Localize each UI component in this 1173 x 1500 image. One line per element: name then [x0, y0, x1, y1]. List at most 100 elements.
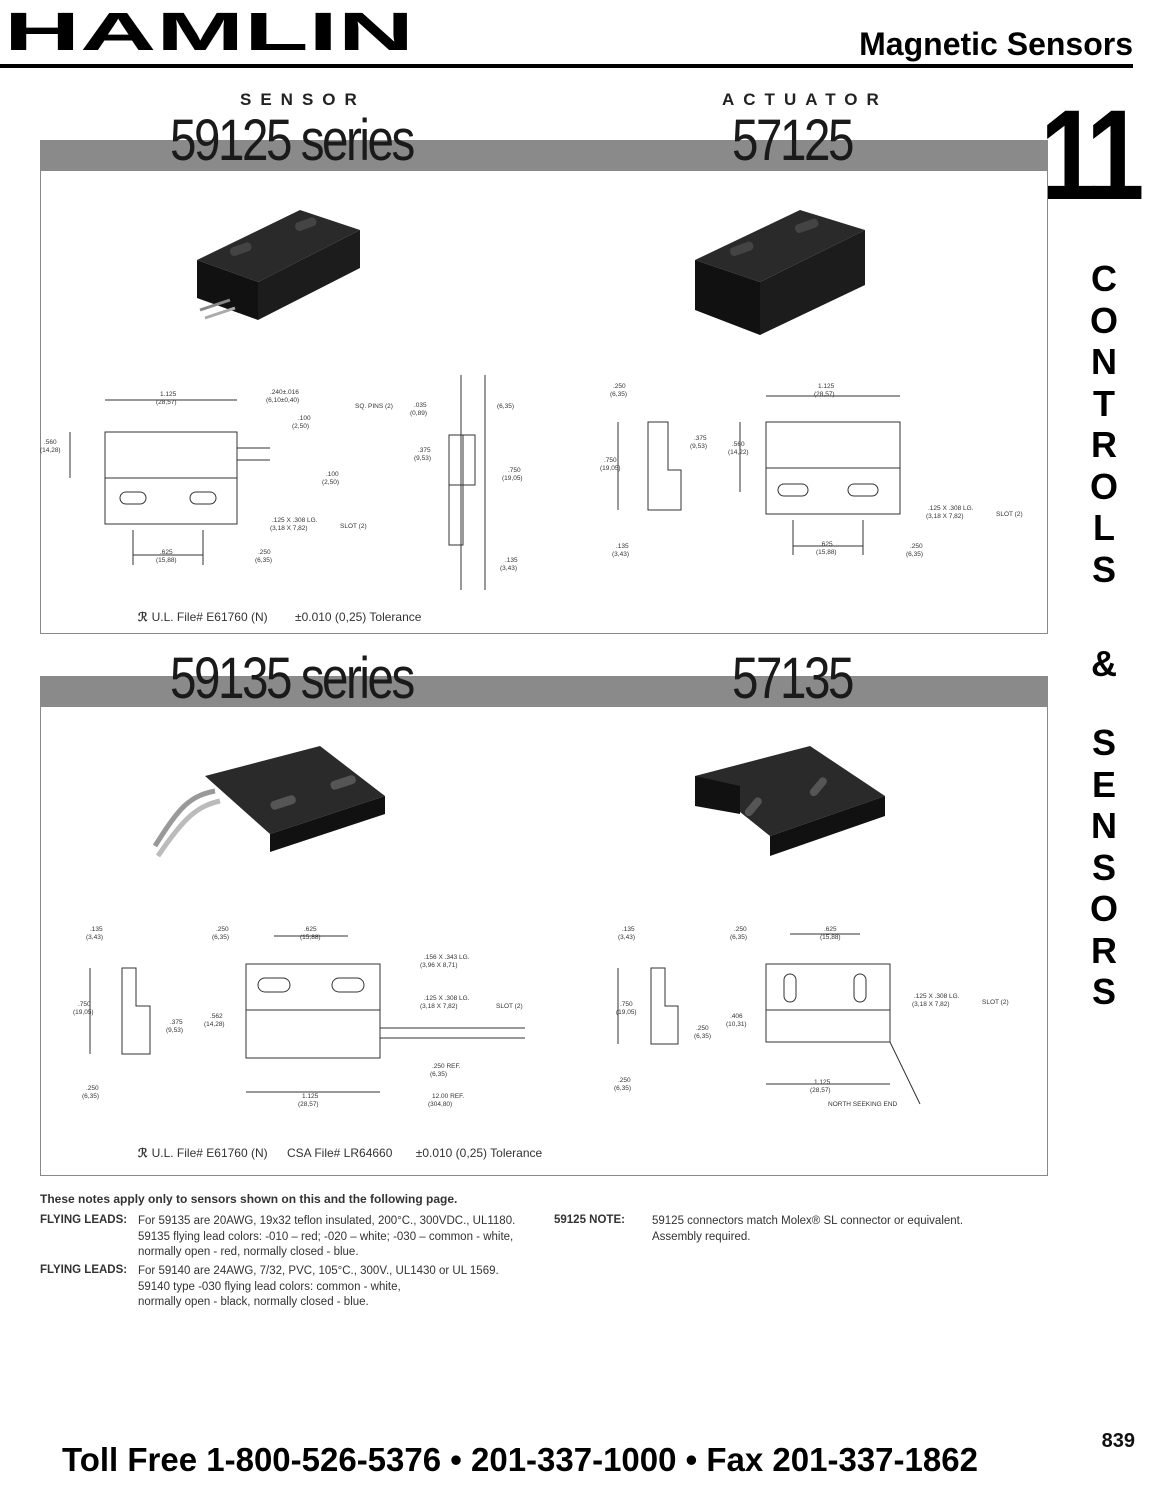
flying-leads-text-1: For 59135 are 20AWG, 19x32 teflon insula… — [138, 1214, 515, 1261]
page-number: 839 — [1101, 1430, 1135, 1452]
letter: S — [1091, 846, 1116, 888]
dim-label: .625 — [820, 541, 833, 548]
letter: T — [1093, 382, 1115, 424]
dim-label: (0,89) — [410, 410, 427, 417]
dim-label: (19,05) — [502, 475, 523, 482]
dim-label: (6,35) — [730, 934, 747, 941]
dim-label: (6,35) — [497, 403, 514, 410]
actuator-57125-drawing — [617, 395, 901, 555]
note-59125-text: 59125 connectors match Molex® SL connect… — [652, 1214, 963, 1245]
dim-label: .156 X .343 LG. — [424, 954, 470, 961]
chapter-number: 11 — [1040, 84, 1144, 227]
header-rule — [0, 64, 1133, 68]
dim-label: (2,50) — [322, 479, 339, 486]
dim-label: (3,18 X 7,82) — [912, 1001, 950, 1008]
chapter-word-controls: C O N T R O L S — [1082, 258, 1126, 590]
note-line: normally open - red, normally closed - b… — [138, 1246, 359, 1258]
dim-label: (9,53) — [414, 455, 431, 462]
dim-label: .375 — [170, 1019, 183, 1026]
chapter-word-sensors: S E N S O R S — [1082, 722, 1126, 1013]
dim-label: .562 — [210, 1013, 223, 1020]
notes-heading: These notes apply only to sensors shown … — [40, 1192, 458, 1206]
dim-label: (3,18 X 7,82) — [270, 525, 308, 532]
dim-label: .250 — [86, 1085, 99, 1092]
svg-text:HAMLIN: HAMLIN — [4, 10, 414, 54]
dim-label: (6,35) — [614, 1085, 631, 1092]
dim-label: .750 — [620, 1001, 633, 1008]
dim-label: (9,53) — [690, 443, 707, 450]
dim-label: .250 — [618, 1077, 631, 1084]
dim-label: (19,05) — [600, 465, 621, 472]
dim-label: .560 — [732, 441, 745, 448]
dim-label: (14,28) — [204, 1021, 225, 1028]
sensor-series-59135: 59135 series — [170, 646, 415, 711]
flying-leads-text-2: For 59140 are 24AWG, 7/32, PVC, 105°C., … — [138, 1264, 499, 1311]
section-title: Magnetic Sensors — [859, 26, 1133, 62]
dim-label: (15,88) — [300, 934, 321, 941]
dim-label: (304,80) — [428, 1101, 452, 1108]
dim-label: (6,35) — [430, 1071, 447, 1078]
panel-59135 — [40, 706, 1048, 1176]
dim-label: (28,57) — [298, 1101, 319, 1108]
sensor-59135-photo — [152, 746, 385, 858]
dim-label: (3,43) — [86, 934, 103, 941]
dim-label: (19,05) — [73, 1009, 94, 1016]
dim-label: (15,88) — [816, 549, 837, 556]
flying-leads-label-1: FLYING LEADS: — [40, 1214, 128, 1226]
notes: These notes apply only to sensors shown … — [40, 1192, 1040, 1308]
hamlin-logo: HAMLIN — [4, 10, 414, 54]
dim-label: (15,88) — [820, 934, 841, 941]
dim-label: (3,43) — [500, 565, 517, 572]
dim-label: .125 X .308 LG. — [424, 995, 470, 1002]
dim-label: .625 — [304, 926, 317, 933]
dim-label: 1.125 — [814, 1079, 831, 1086]
dim-label: (6,10±0,40) — [266, 397, 299, 404]
dim-label: 1.125 — [302, 1093, 319, 1100]
letter: R — [1091, 424, 1117, 465]
dim-label: SLOT (2) — [982, 999, 1009, 1006]
tolerance: ±0.010 (0,25) Tolerance — [294, 610, 422, 624]
panel-59125 — [40, 170, 1048, 634]
note-line: normally open - black, normally closed -… — [138, 1296, 369, 1308]
letter: O — [1089, 888, 1118, 929]
dim-label: .250 REF. — [432, 1063, 461, 1070]
sensor-59125-photo — [197, 210, 360, 320]
dim-label: .250 — [613, 383, 626, 390]
dim-label: .750 — [508, 467, 521, 474]
note-59125-label: 59125 NOTE: — [554, 1214, 625, 1226]
dim-label: .625 — [824, 926, 837, 933]
ul-file: U.L. File# E61760 (N) — [151, 1146, 268, 1160]
dim-label: .250 — [258, 549, 271, 556]
dim-label: (3,18 X 7,82) — [926, 513, 964, 520]
dim-label: .250 — [696, 1025, 709, 1032]
letter: R — [1091, 929, 1117, 971]
panel1-title-bar — [40, 140, 1048, 170]
dim-label: .100 — [298, 415, 311, 422]
flying-leads-label-2: FLYING LEADS: — [40, 1264, 128, 1276]
dim-label: .135 — [622, 926, 635, 933]
dim-label: (6,35) — [610, 391, 627, 398]
dim-label: .250 — [734, 926, 747, 933]
panel2-title-bar — [40, 676, 1048, 706]
dim-label: SLOT (2) — [340, 523, 367, 530]
dim-label: .625 — [160, 549, 173, 556]
panel1-drawings: 1.125 (28,57) .240±.016 (6,10±0,40) .100… — [40, 210, 1023, 590]
note-line: For 59135 are 20AWG, 19x32 teflon insula… — [138, 1215, 516, 1227]
footer-contact: Toll Free 1-800-526-5376 • 201-337-1000 … — [62, 1441, 978, 1478]
dim-label: .750 — [78, 1001, 91, 1008]
dim-label: .135 — [505, 557, 518, 564]
dim-label: .375 — [694, 435, 707, 442]
dim-label: .125 X .308 LG. — [928, 505, 974, 512]
ul-file: U.L. File# E61760 (N) — [151, 610, 268, 624]
dim-label: (14,28) — [40, 447, 61, 454]
dim-label: (9,53) — [166, 1027, 183, 1034]
dim-label: 12.00 REF. — [432, 1093, 464, 1100]
dim-label: 1.125 — [818, 383, 835, 390]
letter: S — [1091, 722, 1116, 763]
dim-label: (2,50) — [292, 423, 309, 430]
dim-label: SLOT (2) — [996, 511, 1023, 518]
letter: E — [1091, 763, 1116, 805]
dim-label: (28,57) — [814, 391, 835, 398]
dim-label: (6,35) — [906, 551, 923, 558]
letter: O — [1089, 299, 1118, 341]
